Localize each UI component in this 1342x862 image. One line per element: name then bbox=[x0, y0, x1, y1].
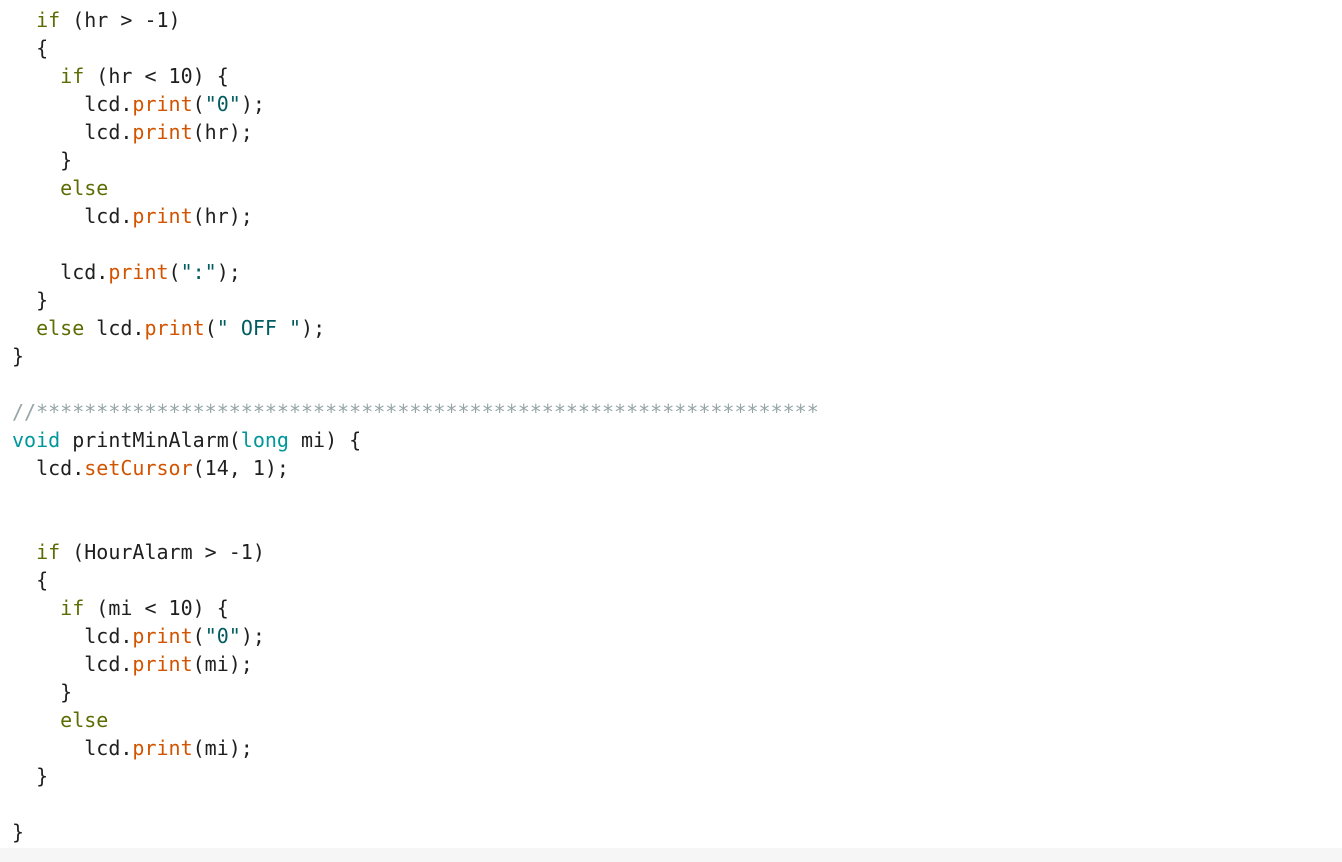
code-token: if bbox=[36, 540, 61, 564]
code-token: { bbox=[12, 36, 49, 60]
code-token: //**************************************… bbox=[12, 400, 819, 424]
code-token bbox=[12, 596, 60, 620]
code-token: } bbox=[12, 820, 25, 844]
code-line[interactable]: } bbox=[12, 342, 819, 370]
code-token: print bbox=[132, 624, 193, 648]
code-token: } bbox=[12, 680, 73, 704]
code-token: ":" bbox=[180, 260, 217, 284]
code-token: print bbox=[132, 736, 193, 760]
code-line[interactable]: else lcd.print(" OFF "); bbox=[12, 314, 819, 342]
code-token: "0" bbox=[204, 624, 241, 648]
code-line[interactable]: lcd.print(hr); bbox=[12, 202, 819, 230]
code-token bbox=[12, 708, 60, 732]
code-line[interactable]: lcd.setCursor(14, 1); bbox=[12, 454, 819, 482]
code-token: (mi < 10) { bbox=[84, 596, 229, 620]
code-token bbox=[12, 540, 36, 564]
code-token: if bbox=[60, 64, 85, 88]
code-token: lcd. bbox=[12, 736, 133, 760]
code-token: else bbox=[60, 708, 109, 732]
code-line[interactable]: lcd.print(mi); bbox=[12, 650, 819, 678]
code-token: setCursor bbox=[84, 456, 193, 480]
code-token: "0" bbox=[204, 92, 241, 116]
code-line[interactable]: lcd.print(hr); bbox=[12, 118, 819, 146]
code-line[interactable]: else bbox=[12, 174, 819, 202]
code-token: (hr); bbox=[192, 204, 253, 228]
code-token: } bbox=[12, 344, 25, 368]
code-line[interactable]: if (hr > -1) bbox=[12, 6, 819, 34]
code-token: " OFF " bbox=[216, 316, 302, 340]
code-token: (14, 1); bbox=[192, 456, 289, 480]
code-token: lcd. bbox=[12, 624, 133, 648]
code-line[interactable]: } bbox=[12, 286, 819, 314]
code-line[interactable]: lcd.print(":"); bbox=[12, 258, 819, 286]
code-token: print bbox=[132, 120, 193, 144]
code-line[interactable]: lcd.print("0"); bbox=[12, 622, 819, 650]
code-area[interactable]: if (hr > -1) { if (hr < 10) { lcd.print(… bbox=[12, 6, 819, 846]
code-token bbox=[12, 64, 60, 88]
code-token: if bbox=[36, 8, 61, 32]
code-line[interactable]: } bbox=[12, 818, 819, 846]
code-token: ); bbox=[240, 624, 265, 648]
code-line[interactable]: } bbox=[12, 762, 819, 790]
editor-bottom-strip bbox=[0, 848, 1342, 862]
code-token: lcd. bbox=[12, 652, 133, 676]
code-token: ); bbox=[301, 316, 326, 340]
code-token: { bbox=[12, 568, 49, 592]
code-token bbox=[12, 176, 60, 200]
code-line[interactable] bbox=[12, 370, 819, 398]
code-token: (mi); bbox=[192, 652, 253, 676]
code-line[interactable] bbox=[12, 510, 819, 538]
code-line[interactable]: } bbox=[12, 146, 819, 174]
code-line[interactable] bbox=[12, 230, 819, 258]
code-line[interactable]: else bbox=[12, 706, 819, 734]
code-token: void bbox=[12, 428, 61, 452]
code-token: lcd. bbox=[12, 120, 133, 144]
code-line[interactable]: if (HourAlarm > -1) bbox=[12, 538, 819, 566]
code-token: lcd. bbox=[84, 316, 145, 340]
code-token: print bbox=[144, 316, 205, 340]
code-token: else bbox=[36, 316, 85, 340]
code-line[interactable]: void printMinAlarm(long mi) { bbox=[12, 426, 819, 454]
code-token: ); bbox=[240, 92, 265, 116]
code-line[interactable]: if (mi < 10) { bbox=[12, 594, 819, 622]
code-token bbox=[12, 316, 36, 340]
code-token: printMinAlarm( bbox=[60, 428, 241, 452]
code-token: ); bbox=[216, 260, 241, 284]
code-token: lcd. bbox=[12, 456, 85, 480]
code-line[interactable]: //**************************************… bbox=[12, 398, 819, 426]
code-token: (hr > -1) bbox=[60, 8, 181, 32]
code-line[interactable] bbox=[12, 482, 819, 510]
code-token: else bbox=[60, 176, 109, 200]
code-line[interactable]: { bbox=[12, 566, 819, 594]
code-line[interactable]: { bbox=[12, 34, 819, 62]
code-line[interactable] bbox=[12, 790, 819, 818]
code-token: ( bbox=[192, 624, 205, 648]
code-line[interactable]: if (hr < 10) { bbox=[12, 62, 819, 90]
code-token: (hr); bbox=[192, 120, 253, 144]
code-token: (HourAlarm > -1) bbox=[60, 540, 265, 564]
code-token: lcd. bbox=[12, 92, 133, 116]
code-token: } bbox=[12, 148, 73, 172]
code-token: lcd. bbox=[12, 204, 133, 228]
code-token: long bbox=[240, 428, 289, 452]
code-token: ( bbox=[192, 92, 205, 116]
code-token: if bbox=[60, 596, 85, 620]
code-token: } bbox=[12, 764, 49, 788]
code-token: (hr < 10) { bbox=[84, 64, 229, 88]
code-token: print bbox=[132, 92, 193, 116]
code-line[interactable]: lcd.print("0"); bbox=[12, 90, 819, 118]
code-token: print bbox=[132, 652, 193, 676]
code-token: mi) { bbox=[288, 428, 362, 452]
code-token: print bbox=[132, 204, 193, 228]
code-token: print bbox=[108, 260, 169, 284]
code-token: ( bbox=[204, 316, 217, 340]
code-token: lcd. bbox=[12, 260, 109, 284]
code-token: (mi); bbox=[192, 736, 253, 760]
code-token bbox=[12, 8, 36, 32]
code-line[interactable]: lcd.print(mi); bbox=[12, 734, 819, 762]
code-token: ( bbox=[168, 260, 181, 284]
code-line[interactable]: } bbox=[12, 678, 819, 706]
code-token: } bbox=[12, 288, 49, 312]
